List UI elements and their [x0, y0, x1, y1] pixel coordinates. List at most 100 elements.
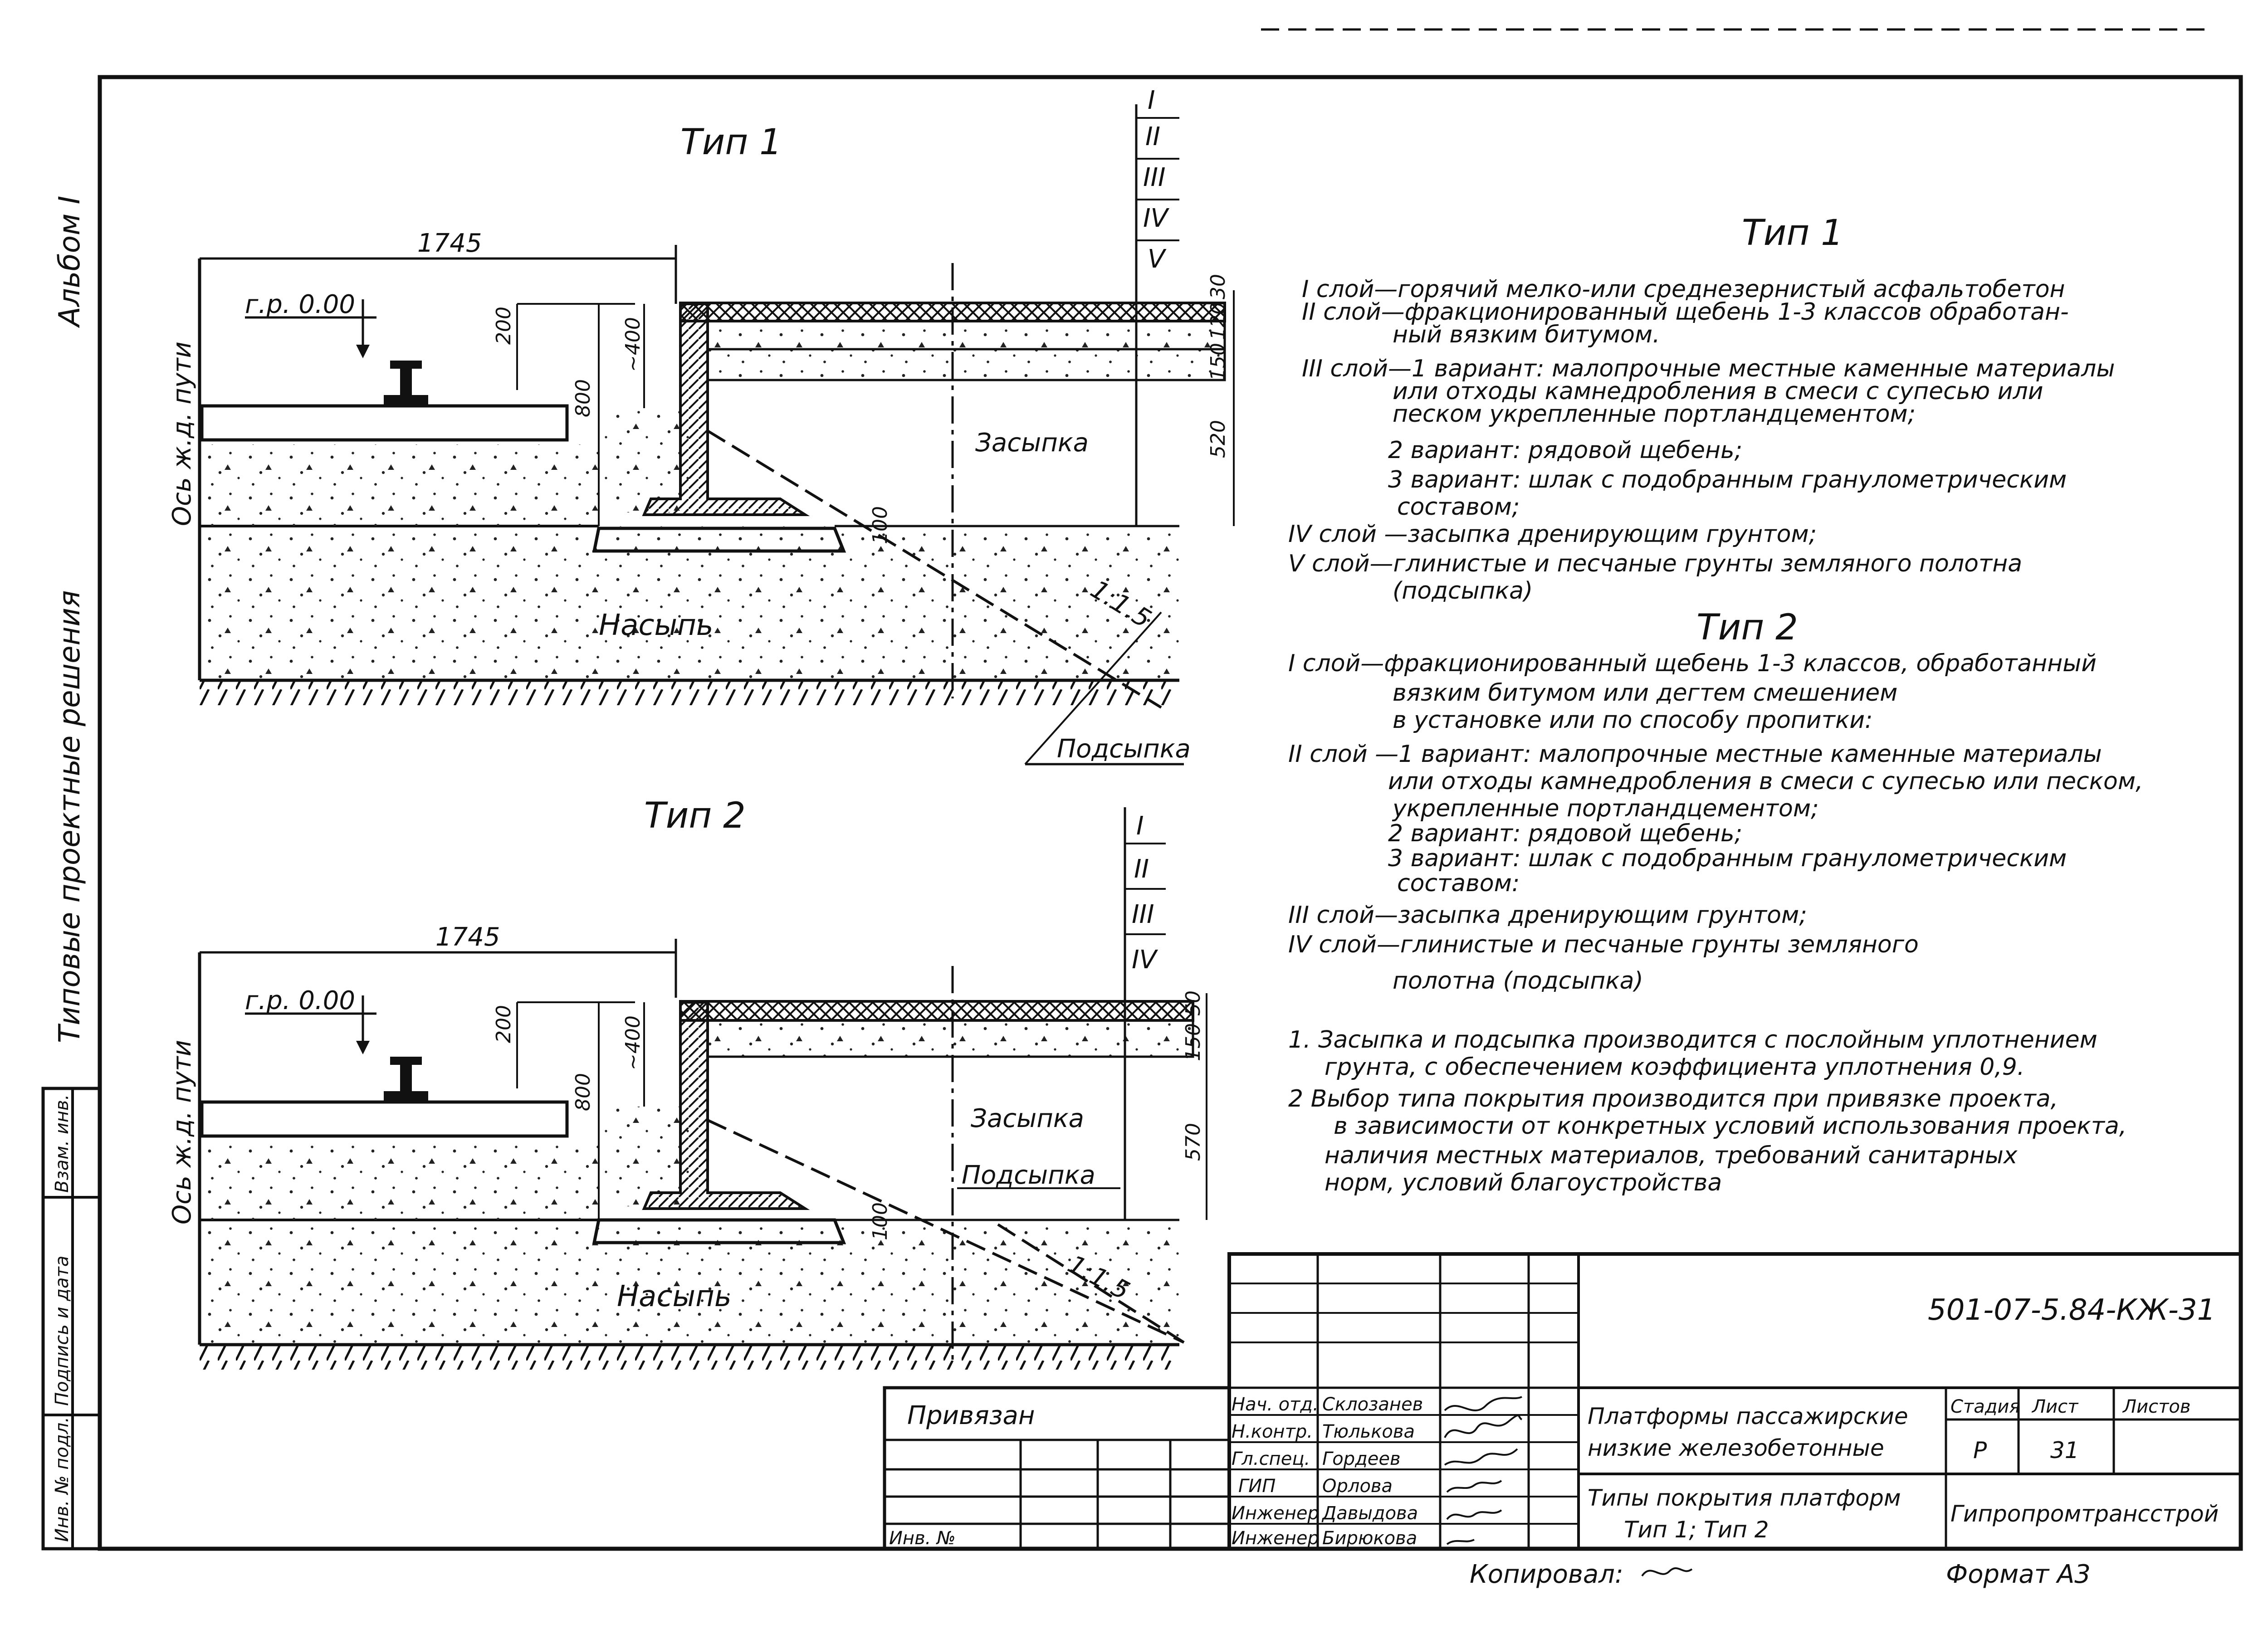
type2-mark-1: I [1136, 811, 1144, 841]
role-3: ГИП [1238, 1476, 1276, 1497]
header-sheet: Лист [2031, 1396, 2079, 1417]
legend-t1-line-1: II слой—фракционированный щебень 1-3 кла… [1302, 298, 2069, 326]
legend-t1-line-10: V слой—глинистые и песчаные грунты земля… [1288, 550, 2022, 577]
header-sheets: Листов [2122, 1396, 2190, 1417]
name-0: Склозанев [1322, 1394, 1423, 1415]
inv-number: Инв. № [889, 1528, 956, 1549]
type1-embankment: Насыпь [599, 609, 714, 642]
album-label: Альбом I [53, 195, 87, 328]
type1-dim-520: 520 [1207, 420, 1230, 458]
name-5: Бирюкова [1322, 1528, 1417, 1549]
sleeper [200, 404, 569, 442]
legend-t1-line-2: ный вязким битумом. [1393, 321, 1660, 348]
legend-t2-line-4: или отходы камнедробления в смеси с супе… [1388, 768, 2143, 795]
title-block-text: 501-07-5.84-КЖ-31 Привязан Инв. № Нач. о… [889, 1293, 2219, 1589]
type1-mark-4: IV [1143, 204, 1170, 233]
side-strip: Альбом I Типовые проектные решения Инв. … [41, 195, 102, 1551]
type2-base-layer [706, 1019, 1194, 1058]
section-type1: Тип 1 г.р. 0.00 Ось ж.д. пути 1745 [167, 86, 1235, 766]
legend-t2-line-8: составом: [1397, 870, 1520, 897]
type1-mark-1: I [1148, 86, 1155, 115]
type1-title: Тип 1 [680, 122, 782, 163]
type2-backfill: Засыпка [971, 1104, 1084, 1133]
type2-retaining-wall [642, 1001, 810, 1210]
note-line-3: в зависимости от конкретных условий испо… [1334, 1112, 2126, 1140]
name-3: Орлова [1322, 1476, 1393, 1497]
stamp-replace: Взам. инв. [52, 1094, 73, 1193]
legend-t2-line-9: III слой—засыпка дренирующим грунтом; [1288, 902, 1807, 929]
type2-mark-2: II [1134, 854, 1149, 884]
role-4: Инженер [1232, 1503, 1319, 1524]
legend-type1-title: Тип 1 [1742, 213, 1843, 254]
legend-t2-line-11: полотна (подсыпка) [1393, 967, 1643, 995]
footing-pad [592, 527, 846, 553]
legend-t1-line-4: или отходы камнедробления в смеси с супе… [1393, 378, 2043, 405]
legend-t1-line-6: 2 вариант: рядовой щебень; [1388, 437, 1742, 464]
legend-t2-line-10: IV слой—глинистые и песчаные грунты земл… [1288, 931, 1919, 958]
type1-slope-line [707, 429, 1162, 709]
legend-t1-line-3: III слой—1 вариант: малопрочные местные … [1302, 355, 2115, 382]
legend-t1-line-0: I слой—горячий мелко-или среднезернистый… [1302, 276, 2065, 303]
header-stage: Стадия [1950, 1396, 2020, 1417]
legend-t1-line-11: (подсыпка) [1393, 577, 1533, 605]
type1-mark-2: II [1145, 122, 1160, 151]
legend-t1-line-7: 3 вариант: шлак с подобранным грануломет… [1388, 466, 2067, 493]
privyazan: Привязан [907, 1401, 1035, 1430]
name-4: Давыдова [1321, 1503, 1418, 1524]
type1-dim-30: 30 [1207, 274, 1230, 299]
type2-embankment: Насыпь [617, 1280, 732, 1313]
type1-backfill: Засыпка [975, 428, 1089, 458]
type1-dim-150: 150 [1207, 343, 1230, 381]
legend-t2-line-7: 3 вариант: шлак с подобранным грануломет… [1388, 845, 2067, 872]
format-label: Формат А3 [1946, 1560, 2091, 1589]
legend-t2-line-6: 2 вариант: рядовой щебень; [1388, 820, 1742, 847]
type2-slope-line [707, 1119, 1185, 1344]
note-line-1: грунта, с обеспечением коэффициента упло… [1325, 1054, 2024, 1081]
note-line-4: наличия местных материалов, требований с… [1325, 1142, 2018, 1169]
type1-level: г.р. 0.00 [245, 290, 355, 319]
sheet-title-1: Типы покрытия платформ [1588, 1485, 1901, 1511]
legend-t2-line-0: I слой—фракционированный щебень 1-3 клас… [1288, 650, 2097, 677]
legend-t2-line-1: вязким битумом или дегтем смешением [1393, 679, 1897, 707]
stamp-inv: Инв. № подл. [52, 1417, 73, 1542]
legend-t2-line-5: укрепленные портландцементом; [1392, 795, 1819, 822]
type2-sleeper [200, 1100, 569, 1138]
legend-t1-line-9: IV слой —засыпка дренирующим грунтом; [1288, 521, 1817, 548]
type1-mark-3: III [1143, 163, 1166, 192]
legend-t2-line-2: в установке или по способу пропитки: [1393, 707, 1873, 734]
type2-dim-100: 100 [869, 1202, 892, 1240]
type2-level: г.р. 0.00 [245, 986, 355, 1015]
legend-t1-line-5: песком укрепленные портландцементом; [1393, 400, 1916, 428]
type2-dim-800: 800 [572, 1073, 595, 1111]
sheet-value: 31 [2050, 1437, 2079, 1463]
type2-dim-200: 200 [492, 1005, 515, 1043]
project-title-2: низкие железобетонные [1588, 1435, 1884, 1461]
type2-title: Тип 2 [644, 795, 746, 836]
signatures [1444, 1396, 1523, 1545]
type1-dim-100: 100 [869, 506, 892, 544]
type2-mark-3: III [1132, 900, 1154, 929]
stamp-sign: Подпись и дата [52, 1256, 73, 1406]
type2-axis: Ось ж.д. пути [167, 1040, 197, 1224]
type2-dim-570: 570 [1182, 1123, 1205, 1161]
section-type2: Тип 2 г.р. 0.00 Ось ж.д. пути 1745 200 8… [167, 795, 1207, 1370]
type1-dim-400: ~400 [621, 317, 645, 372]
role-5: Инженер [1232, 1528, 1319, 1549]
type2-footing-pad [592, 1218, 846, 1244]
ground-hatch [200, 680, 1179, 705]
type2-mark-4: IV [1132, 945, 1158, 975]
role-1: Н.контр. [1232, 1421, 1313, 1442]
project-title-1: Платформы пассажирские [1588, 1403, 1908, 1429]
type2-top-layer [679, 1000, 1194, 1022]
rail [384, 361, 428, 406]
name-1: Тюлькова [1322, 1421, 1415, 1442]
type1-width: 1745 [417, 229, 482, 258]
legend-t2-line-3: II слой —1 вариант: малопрочные местные … [1288, 741, 2102, 768]
legend-type2-title: Тип 2 [1696, 607, 1798, 648]
type1-axis: Ось ж.д. пути [167, 341, 197, 526]
doc-code: 501-07-5.84-КЖ-31 [1928, 1293, 2215, 1327]
copied-by: Копировал: [1470, 1560, 1623, 1589]
type2-width: 1745 [435, 922, 500, 952]
type1-dim-120: 120 [1207, 302, 1230, 340]
